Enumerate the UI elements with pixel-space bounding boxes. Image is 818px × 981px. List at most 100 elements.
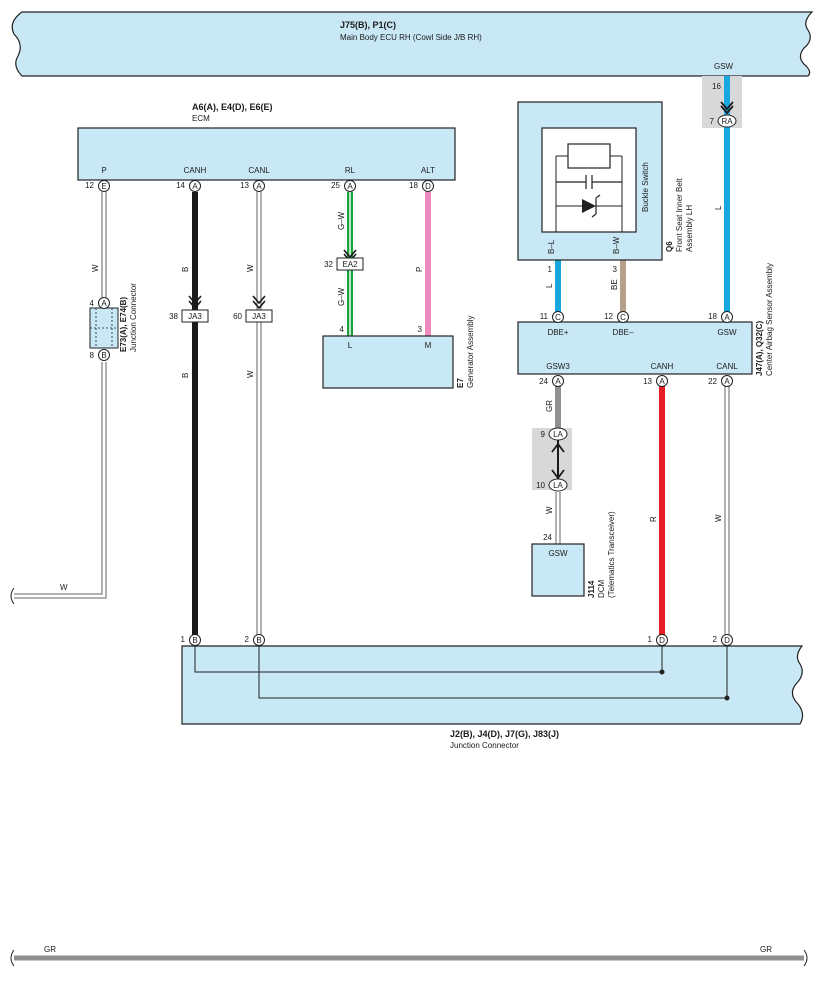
seat-belt-assembly: Buckle Switch B–L B–W Q6 Front Seat Inne… [517, 101, 694, 274]
gsw-top-label: GSW [714, 62, 734, 71]
ea2-id: EA2 [342, 260, 358, 269]
main-body-ecu-id: J75(B), P1(C) [340, 20, 396, 30]
junction-left-name: Junction Connector [129, 283, 138, 352]
generator-assembly: 4 3 L M E7 Generator Assembly [322, 316, 475, 389]
junction-connector-bottom: J2(B), J4(D), J7(G), J83(J) Junction Con… [181, 645, 804, 750]
ja3-canh-id: JA3 [188, 312, 202, 321]
airbag-pin-conn-22: A [724, 377, 730, 386]
dcm-name: DCM [597, 579, 606, 598]
gen-pin-num-m: 3 [418, 325, 423, 334]
jb-pin-conn-2b: B [256, 636, 261, 645]
ja3-canh-num: 38 [169, 312, 178, 321]
wire-label-seat-be: BE [610, 279, 619, 290]
junction-bottom-id: J2(B), J4(D), J7(G), J83(J) [450, 729, 559, 739]
wire-label-canl-w-lower: W [246, 370, 255, 378]
airbag-pin-label-gsw: GSW [717, 328, 737, 337]
dcm: GSW 24 J114 DCM (Telematics Transceiver) [531, 511, 616, 598]
ecm-pin-num-p: 12 [85, 181, 94, 190]
ecm-pin-conn-canl: A [256, 182, 262, 191]
airbag-pin-conn-11: C [555, 313, 561, 322]
jb-pin-num-2b: 2 [245, 635, 250, 644]
buckle-switch-label: Buckle Switch [641, 162, 650, 212]
junction-bottom-pins: 1 B 2 B 1 D 2 D [181, 634, 733, 646]
ecm-id: A6(A), E4(D), E6(E) [192, 102, 273, 112]
airbag-pin-conn-18: A [724, 313, 730, 322]
gen-pin-num-l: 4 [340, 325, 345, 334]
la-top-num: 9 [541, 430, 546, 439]
jl-pin-conn-bottom: B [101, 351, 106, 360]
wire-label-gsw-l: L [714, 205, 723, 210]
main-body-ecu: J75(B), P1(C) Main Body ECU RH (Cowl Sid… [11, 11, 814, 77]
wire-label-seat-l: L [545, 283, 554, 288]
airbag-pin-num-18: 18 [708, 312, 717, 321]
ecm: A6(A), E4(D), E6(E) ECM P CANH CANL RL A… [77, 102, 456, 181]
airbag-pins: 11 C 12 C 18 A 24 A 13 A 22 A [539, 311, 733, 387]
ecm-pin-num-canh: 14 [176, 181, 185, 190]
jb-pin-num-1d: 1 [648, 635, 653, 644]
wire-label-canh-b-upper: B [181, 267, 190, 272]
wire-label-p-w: W [91, 264, 100, 272]
wire-p-white [14, 192, 107, 599]
ra-id: RA [721, 117, 733, 126]
inline-connector-ja3-canh: JA3 38 [169, 295, 209, 323]
seat-belt-id: Q6 [665, 241, 674, 252]
dcm-pin-label: GSW [548, 549, 568, 558]
seat-pin-num-1: 1 [548, 265, 553, 274]
jb-pin-num-2d: 2 [713, 635, 718, 644]
airbag-pin-conn-13: A [659, 377, 665, 386]
seat-pin-label-bw: B–W [612, 236, 621, 254]
seat-belt-name-line1: Front Seat Inner Belt [675, 177, 684, 252]
ecm-pin-conn-canh: A [192, 182, 198, 191]
ra-top-pin-number: 16 [712, 82, 721, 91]
la-connector: LA 9 LA 10 [532, 427, 572, 492]
seat-pin-label-bl: B–L [547, 239, 556, 254]
junction-connector-left: 4 A 8 B E73(A), E74(B) Junction Connecto… [89, 283, 138, 361]
la-top-id: LA [553, 430, 563, 439]
airbag-pin-label-gsw3: GSW3 [546, 362, 570, 371]
ecm-pin-label-alt: ALT [421, 166, 435, 175]
airbag-pin-num-12: 12 [604, 312, 613, 321]
jl-pin-num-bottom: 8 [90, 351, 95, 360]
airbag-id: J47(A), Q32(C) [755, 321, 764, 376]
ecm-pin-conn-p: E [101, 182, 106, 191]
wire-bottom-gr: GR GR [10, 945, 808, 967]
airbag-pin-num-22: 22 [708, 377, 717, 386]
junction-bottom-name: Junction Connector [450, 741, 519, 750]
ra-connector: RA 7 [710, 101, 737, 128]
jl-pin-conn-top: A [101, 299, 107, 308]
jb-pin-num-1b: 1 [181, 635, 186, 644]
jb-pin-conn-1b: B [192, 636, 197, 645]
wire-label-canh-r: R [649, 516, 658, 522]
center-airbag-sensor: DBE+ DBE– GSW GSW3 CANH CANL J47(A), Q32… [517, 263, 774, 376]
ecm-pin-label-canl: CANL [248, 166, 270, 175]
jb-pin-conn-2d: D [724, 636, 730, 645]
la-bottom-num: 10 [536, 481, 545, 490]
wire-label-bottom-gr-left: GR [44, 945, 56, 954]
airbag-pin-conn-24: A [555, 377, 561, 386]
ecm-pin-label-rl: RL [345, 166, 356, 175]
gen-pin-label-l: L [348, 341, 353, 350]
gen-pin-label-m: M [425, 341, 432, 350]
ecm-pin-conn-rl: A [347, 182, 353, 191]
wire-label-canl-w: W [714, 514, 723, 522]
dcm-name2: (Telematics Transceiver) [607, 511, 616, 598]
ja3-canl-num: 60 [233, 312, 242, 321]
dcm-id: J114 [587, 580, 596, 598]
ecm-pins: 12 E 14 A 13 A 25 A 18 D [85, 180, 434, 192]
ecm-pin-label-canh: CANH [184, 166, 207, 175]
ecm-pin-num-canl: 13 [240, 181, 249, 190]
wire-label-bottom-gr-right: GR [760, 945, 772, 954]
la-bottom-id: LA [553, 481, 563, 490]
airbag-pin-label-canl: CANL [716, 362, 738, 371]
seat-pin-num-3: 3 [613, 265, 618, 274]
main-body-ecu-name: Main Body ECU RH (Cowl Side J/B RH) [340, 33, 482, 42]
junction-left-id: E73(A), E74(B) [119, 297, 128, 352]
inline-connector-ea2: EA2 32 [324, 249, 364, 271]
airbag-pin-num-11: 11 [540, 312, 549, 321]
wire-label-p-w-horizontal: W [60, 583, 68, 592]
wire-label-rl-gw-upper: G–W [337, 211, 346, 230]
airbag-pin-conn-12: C [620, 313, 626, 322]
ecm-name: ECM [192, 114, 210, 123]
ja3-canl-id: JA3 [252, 312, 266, 321]
wire-label-rl-gw-lower: G–W [337, 287, 346, 306]
